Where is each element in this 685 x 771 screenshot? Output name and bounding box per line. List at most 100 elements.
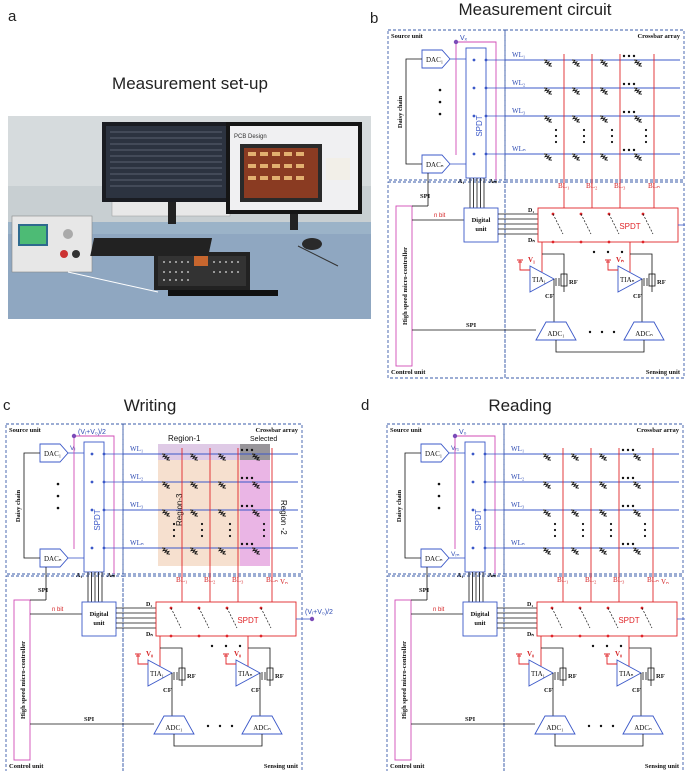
crossbar-array-label: Crossbar array <box>255 427 298 434</box>
ellipsis-dot <box>438 100 442 104</box>
tia-n-vlabel: Vₙ <box>616 256 624 264</box>
spdt-node <box>484 58 488 62</box>
spdt-node <box>471 508 475 512</box>
ellipsis-dot <box>600 330 604 334</box>
spdt-node <box>102 480 106 484</box>
digital-unit-box <box>81 601 117 637</box>
dac-1 <box>420 443 450 463</box>
spdt-node <box>90 452 94 456</box>
spdt-node <box>471 452 475 456</box>
ellipsis-dot <box>56 482 60 486</box>
ellipsis-dot <box>245 504 249 508</box>
spdt-node <box>483 480 487 484</box>
tia-1-label: TIA₁ <box>150 670 164 678</box>
daisy-chain-label: Daisy chain <box>396 489 403 522</box>
panel-c-title: Writing <box>123 396 177 415</box>
spi-label-top: SPI <box>420 193 431 200</box>
dac-n-label: DACₙ <box>44 555 62 563</box>
ellipsis-dot <box>612 330 616 334</box>
hsmc-label: High speed micro-controller <box>20 641 27 719</box>
word-line-label-4: WLₙ <box>512 145 526 153</box>
crossbar-array-box <box>122 423 303 575</box>
daisy-chain-wire <box>404 452 421 559</box>
ellipsis-dot <box>250 542 254 546</box>
ellipsis-dot <box>230 724 234 728</box>
digital-unit-label-2: unit <box>475 226 487 233</box>
tia-n-rf <box>266 667 274 681</box>
dacn-voltage-label: Vᵣₙ <box>451 551 460 558</box>
spdt-node <box>472 58 476 62</box>
ellipsis-dot <box>644 134 648 138</box>
switch <box>552 213 564 235</box>
ellipsis-dot <box>554 134 558 138</box>
ellipsis-dot <box>238 644 242 648</box>
region-2-label: Region -2 <box>279 500 288 535</box>
adc-n-label: ADCₙ <box>253 724 271 732</box>
tia-1 <box>529 265 555 293</box>
sensing-unit-label: Sensing unit <box>264 763 299 770</box>
tia-1-feedback <box>160 647 183 686</box>
tia-1-ref <box>519 260 530 271</box>
panel-d-letter: d <box>361 397 370 414</box>
tia-n-vlabel: V₀ <box>615 650 622 658</box>
spdt-node <box>551 240 555 244</box>
spdt-node <box>483 452 487 456</box>
tia-1-feedback <box>542 253 565 292</box>
source-unit-box <box>387 29 506 181</box>
source-unit-label: Source unit <box>391 33 424 40</box>
spdt-node <box>550 634 554 638</box>
ellipsis-dot <box>622 82 626 86</box>
word-line-label-2: WL₂ <box>130 473 144 481</box>
ellipsis-dot <box>250 448 254 452</box>
tia-n-vlabel: V₀ <box>234 650 241 658</box>
crossbar-array-label: Crossbar array <box>637 33 680 40</box>
adc-chain-wire <box>173 734 263 747</box>
tia-1-rf <box>560 273 568 287</box>
ellipsis-dot <box>643 534 647 538</box>
tia-n-ref <box>606 654 617 665</box>
spi-label-top: SPI <box>419 587 430 594</box>
adc-n <box>622 715 664 735</box>
ellipsis-dot <box>200 534 204 538</box>
tia-n-ground <box>605 259 611 263</box>
ellipsis-dot <box>626 542 630 546</box>
tia-n-label: TIAₙ <box>620 276 635 284</box>
tia-1-cf: CF <box>163 687 172 694</box>
spi-label-bottom: SPI <box>466 322 477 329</box>
bit-line-label-2: BL₂ <box>204 576 216 584</box>
spi-label-bottom: SPI <box>465 716 476 723</box>
bias-supply-wire <box>455 41 497 180</box>
a1-label: A₁ <box>458 179 464 185</box>
spdt-node <box>483 546 487 550</box>
ellipsis-dot <box>245 542 249 546</box>
bias-supply-wire <box>73 435 115 574</box>
spdt-node <box>483 508 487 512</box>
ellipsis-dot <box>620 250 624 254</box>
sensing-unit-box <box>503 575 684 771</box>
tia-1-ground <box>135 653 141 657</box>
ellipsis-dot <box>626 476 630 480</box>
tia-n-ground <box>223 653 229 657</box>
spdt-source-label: SPDT <box>474 509 483 530</box>
digital-unit-label-1: Digital <box>90 611 109 618</box>
bias-terminal <box>453 39 459 45</box>
ellipsis-dot <box>610 140 614 144</box>
adc-n <box>241 715 283 735</box>
bl-n-voltage-label: Vₙ <box>661 578 669 586</box>
measurement-setup-photo: PCB Design <box>8 116 371 319</box>
ellipsis-dot <box>582 134 586 138</box>
tia-1-rf <box>178 667 186 681</box>
spdt-source-box <box>83 441 105 573</box>
ellipsis-dot <box>250 504 254 508</box>
ellipsis-dot <box>240 542 244 546</box>
spdt-source-label: SPDT <box>93 509 102 530</box>
switch <box>580 213 592 235</box>
spdt-node <box>472 152 476 156</box>
dn-label: Dₙ <box>146 632 153 638</box>
digital-unit-label-1: Digital <box>471 611 490 618</box>
word-line-label-1: WL₁ <box>130 445 143 453</box>
switch <box>641 607 653 629</box>
panel-c-letter: c <box>3 397 11 414</box>
n-bit-label: n bit <box>434 213 446 219</box>
digital-unit-label-2: unit <box>474 620 486 627</box>
